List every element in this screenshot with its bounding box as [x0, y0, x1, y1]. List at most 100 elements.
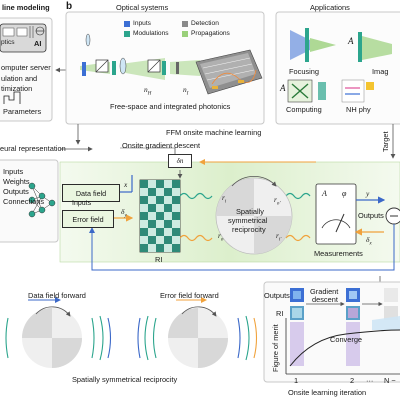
ri-cell — [148, 196, 156, 204]
wave-error-left — [179, 234, 213, 242]
data-field-label: Data field — [75, 188, 107, 198]
ri-cell — [140, 236, 148, 244]
ri-cell — [140, 188, 148, 196]
ri-cell — [140, 228, 148, 236]
gradient-label: Gradient — [310, 287, 339, 296]
ri-cell — [164, 220, 172, 228]
optics-label: ptics — [1, 39, 15, 46]
ri-cell — [172, 244, 180, 252]
reciprocity-line3: reciprocity — [232, 225, 266, 234]
neural-network-graph — [28, 182, 56, 218]
delta-y-label: δy — [121, 207, 127, 219]
ri-cell — [172, 180, 180, 188]
tick-n: N − — [384, 376, 396, 385]
ri-cell — [172, 220, 180, 228]
ri-cell — [156, 236, 164, 244]
tick-dots: ··· — [366, 376, 374, 385]
convergence-curve — [289, 329, 400, 367]
ri-cell — [164, 236, 172, 244]
legend-inputs-swatch — [124, 21, 130, 27]
symmetric-caption: Spatially symmetrical reciprocity — [72, 375, 178, 384]
ri-cell — [164, 244, 172, 252]
parameters-label: Parameters — [3, 107, 42, 116]
delta-n-label: δn — [176, 157, 184, 165]
server-label: omputer server — [1, 63, 51, 72]
r-i-prime-label: ri′ — [276, 231, 282, 243]
ri-cell — [172, 236, 180, 244]
ri-cell — [148, 220, 156, 228]
a-amplitude-label: A — [322, 189, 327, 198]
r-o-label: ro — [218, 231, 224, 243]
panel-a-heading: line modeling — [2, 3, 50, 12]
neural-representation-label: eural representation — [0, 144, 66, 153]
photonics-caption: Free-space and integrated photonics — [110, 102, 231, 111]
chart-x-label: Onsite learning iteration — [288, 388, 367, 397]
ri-cell — [172, 188, 180, 196]
ri-cell — [140, 180, 148, 188]
ri-cell — [164, 228, 172, 236]
ri-cell — [156, 204, 164, 212]
ri-cell — [148, 188, 156, 196]
inputs-mid-label: Inputs — [72, 200, 92, 207]
chart-outputs-label: Outputs — [264, 291, 290, 300]
ri-cell — [140, 212, 148, 220]
data-forward-circle — [22, 306, 82, 368]
reciprocity-line1: Spatially — [236, 207, 264, 216]
panel-b-letter: b — [66, 1, 73, 12]
nn-outputs: Outputs — [3, 187, 29, 196]
ri-cell — [164, 180, 172, 188]
ai-brain-icon — [35, 26, 45, 36]
ri-cell — [156, 180, 164, 188]
optical-systems-title: Optical systems — [116, 3, 169, 12]
wave-data-right — [285, 192, 311, 200]
ri-cell — [172, 204, 180, 212]
r-o-prime-label: ro′ — [274, 195, 281, 207]
ri-cell — [148, 212, 156, 220]
ri-cell — [172, 196, 180, 204]
nn-connections: Connections — [3, 197, 45, 206]
ri-cell — [140, 204, 148, 212]
ri-cell — [156, 188, 164, 196]
phi-phase-label: φ — [342, 189, 347, 198]
n-h-label: nH — [144, 85, 152, 97]
reciprocity-circle — [215, 176, 293, 255]
ri-cell — [156, 228, 164, 236]
app-letter-a2: A — [280, 83, 286, 93]
wave-error-right — [285, 234, 311, 242]
error-forward-label: Error field forward — [160, 291, 219, 300]
measurement-device — [315, 183, 357, 245]
legend-detection: Detection — [191, 20, 219, 27]
chart-y-label: Figure of merit — [271, 324, 280, 372]
legend-modulations-swatch — [124, 31, 130, 37]
ri-cell — [156, 196, 164, 204]
ri-cell — [140, 220, 148, 228]
data-forward-label: Data field forward — [28, 291, 86, 300]
legend-propagations-swatch — [182, 31, 188, 37]
r-i-label: ri — [222, 193, 227, 205]
ri-cell — [156, 244, 164, 252]
app-computing: Computing — [286, 105, 322, 114]
data-field-box: Data field — [62, 184, 120, 202]
ri-cell — [148, 180, 156, 188]
photonic-chip-image — [195, 49, 263, 95]
delta-n-box: δn — [168, 154, 192, 168]
ri-cell — [148, 244, 156, 252]
app-letter-a1: A — [348, 36, 354, 46]
n-i-label: nI — [183, 85, 189, 97]
ri-cell — [172, 228, 180, 236]
simulation-line2: timization — [1, 84, 33, 93]
chart-ri-label: RI — [276, 309, 284, 318]
reciprocity-line2: symmetrical — [228, 216, 268, 225]
ri-cell — [148, 228, 156, 236]
legend-modulations: Modulations — [133, 30, 169, 37]
ffm-title: FFM onsite machine learning — [166, 128, 262, 137]
wave-data-left — [179, 192, 213, 200]
ri-cell — [148, 204, 156, 212]
ri-cell — [140, 244, 148, 252]
wavefront-arcs — [5, 315, 258, 361]
ri-cell — [164, 204, 172, 212]
ri-cell — [164, 212, 172, 220]
error-field-label: Error field — [72, 214, 104, 224]
ri-label: RI — [155, 255, 163, 264]
